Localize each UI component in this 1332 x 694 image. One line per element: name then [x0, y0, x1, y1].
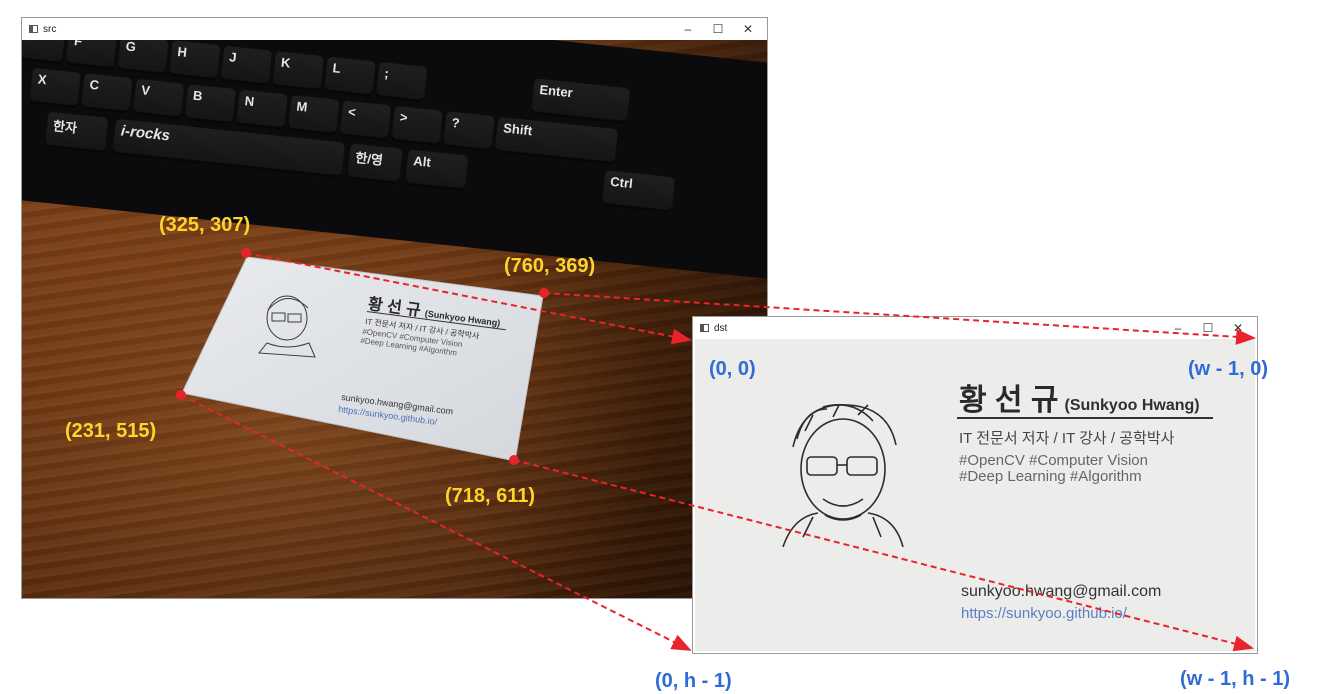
dst-card-line1: IT 전문서 저자 / IT 강사 / 공학박사	[959, 430, 1175, 447]
dst-card-email: sunkyoo.hwang@gmail.com	[961, 583, 1162, 600]
dst-card-name: 황 선 규 (Sunkyoo Hwang)	[959, 375, 1200, 419]
minimize-button[interactable]: –	[684, 22, 692, 36]
dst-title-bar[interactable]: dst – ☐ ✕	[693, 317, 1257, 339]
dst-card-name-kr: 황 선 규	[959, 384, 1059, 417]
src-title-bar[interactable]: src – ☐ ✕	[22, 18, 767, 40]
dst-portrait-sketch	[782, 404, 904, 547]
close-button[interactable]: ✕	[742, 22, 754, 36]
card-surface	[181, 256, 544, 462]
dst-card-tags1: #OpenCV #Computer Vision	[959, 452, 1148, 469]
dst-point-label-bottom-left: (0, h - 1)	[655, 670, 732, 692]
dst-window-title: dst	[714, 322, 728, 334]
dst-card-name-en: (Sunkyoo Hwang)	[1064, 397, 1200, 414]
minimize-button[interactable]: –	[1174, 321, 1182, 335]
src-point-label-bottom-left: (231, 515)	[65, 420, 157, 442]
dst-point-label-top-right: (w - 1, 0)	[1188, 358, 1269, 380]
window-app-icon	[29, 25, 38, 33]
maximize-button[interactable]: ☐	[1202, 321, 1214, 335]
dst-window: dst – ☐ ✕ 황 선 규 (Sunkyoo Hwang) IT 전문서 저자…	[692, 316, 1258, 654]
src-point-label-top-right: (760, 369)	[504, 255, 596, 277]
dst-card-url: https://sunkyoo.github.io/	[961, 605, 1127, 622]
dst-card-tags2: #Deep Learning #Algorithm	[959, 468, 1142, 485]
window-app-icon	[700, 324, 709, 332]
dst-point-label-top-left: (0, 0)	[709, 358, 756, 380]
maximize-button[interactable]: ☐	[712, 22, 724, 36]
src-window-title: src	[43, 23, 57, 35]
dst-point-label-bottom-right: (w - 1, h - 1)	[1180, 668, 1290, 690]
close-button[interactable]: ✕	[1232, 321, 1244, 335]
src-point-label-top-left: (325, 307)	[159, 214, 251, 236]
dst-card-rule	[957, 417, 1213, 419]
src-window: src – ☐ ✕ D F G H J K L ; Enter X C V B …	[21, 17, 768, 599]
dst-image: 황 선 규 (Sunkyoo Hwang) IT 전문서 저자 / IT 강사 /…	[695, 339, 1255, 651]
src-point-label-bottom-right: (718, 611)	[445, 485, 536, 507]
src-image: D F G H J K L ; Enter X C V B N M < > ? …	[22, 40, 767, 598]
